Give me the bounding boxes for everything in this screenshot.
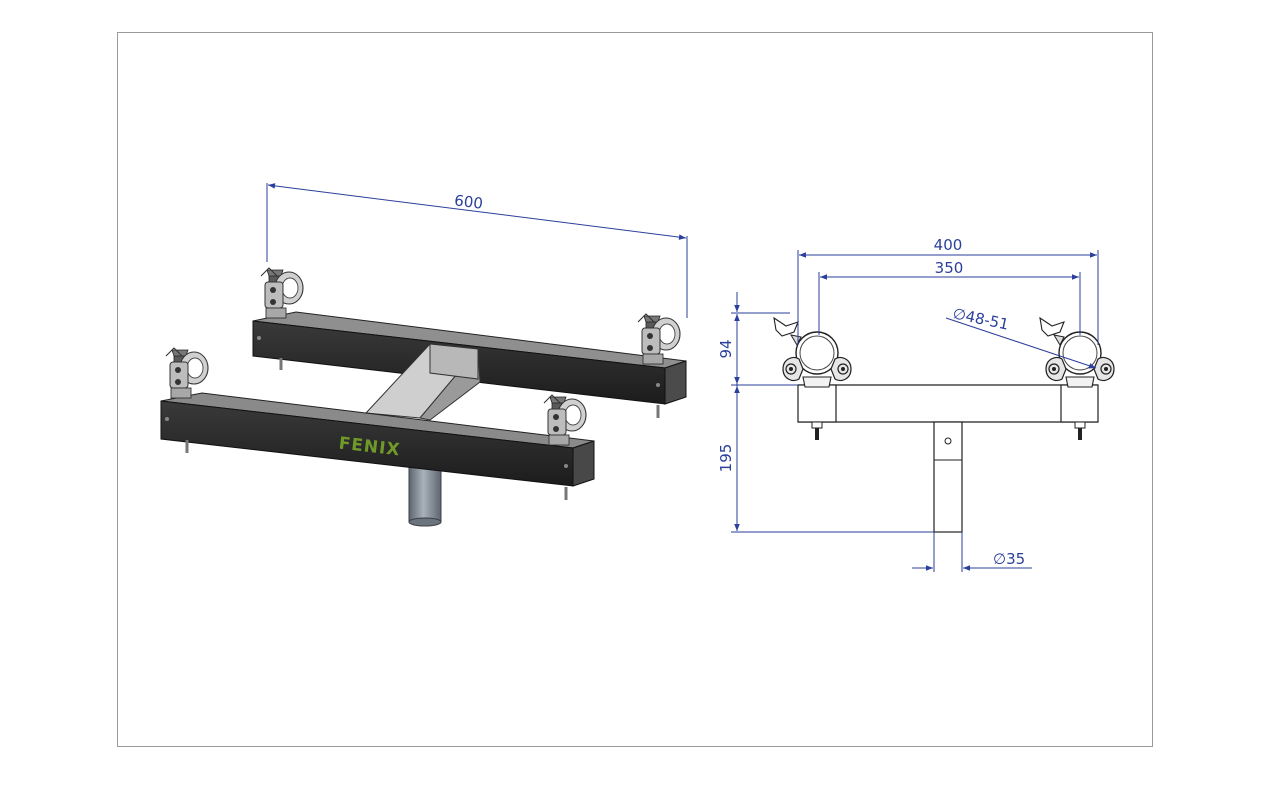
- front-clamp-right: [1045, 331, 1115, 388]
- iso-dim-length-label: 600: [453, 191, 484, 212]
- front-dim-clamp-height-label: 94: [717, 339, 735, 358]
- iso-view: 600: [160, 183, 688, 527]
- front-view: 400 350 94 195: [717, 236, 1115, 572]
- front-dim-outer-width-label: 400: [934, 236, 963, 254]
- front-clamp-left: [782, 331, 852, 388]
- front-dim-spigot-diameter: ∅35: [912, 532, 1032, 572]
- iso-dim-length: 600: [266, 183, 688, 318]
- wing-nut-right: [1039, 316, 1065, 337]
- sheet-frame: [117, 32, 1153, 747]
- front-spigot: [933, 421, 963, 533]
- front-dim-spigot-height-label: 195: [717, 444, 735, 473]
- iso-clamp-front-right: [543, 394, 587, 446]
- front-dim-outer-width: 400: [797, 236, 1099, 345]
- iso-clamp-front-left: [165, 347, 209, 399]
- iso-front-bar: FENIX: [160, 392, 595, 500]
- front-dim-spigot-height: 195: [717, 386, 934, 533]
- front-dim-clamp-height: 94: [717, 292, 798, 386]
- front-dim-tube-diameter: ∅48-51: [945, 304, 1097, 369]
- iso-clamp-back-right: [637, 313, 681, 365]
- iso-clamp-back-left: [260, 267, 304, 319]
- front-dim-inner-width-label: 350: [935, 259, 964, 277]
- front-dim-inner-width: 350: [818, 259, 1081, 335]
- iso-cross-member: [364, 343, 481, 421]
- front-dim-spigot-diameter-label: ∅35: [993, 550, 1025, 568]
- wing-nut-left: [773, 316, 799, 337]
